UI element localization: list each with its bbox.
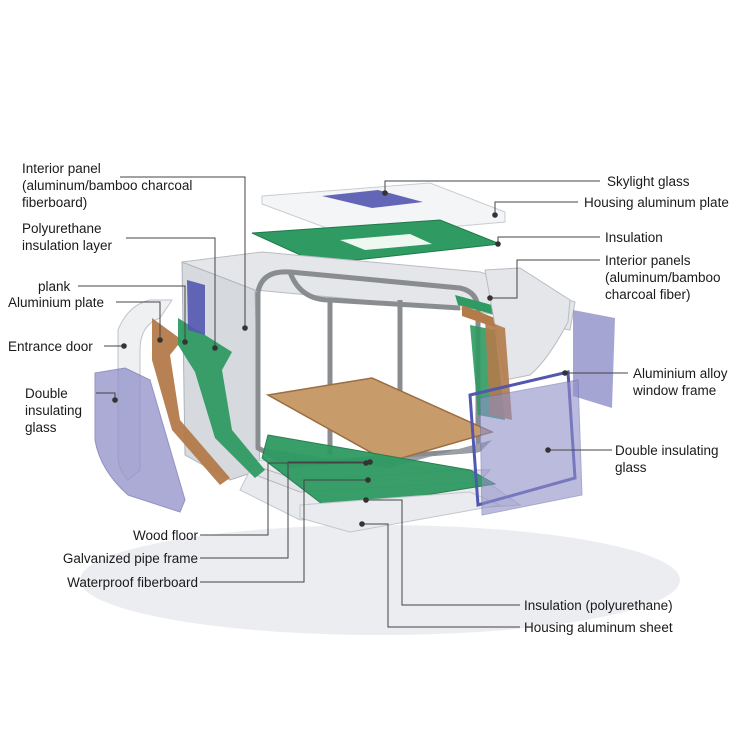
left-glass-strip [187,280,205,335]
leader-dots [112,190,568,527]
leader-interior-panel [120,176,246,328]
label-waterproof-board: Waterproof fiberboard [67,575,198,590]
label-entrance-door: Entrance door [8,339,93,354]
label-window-frame: Aluminium alloy window frame [633,366,728,398]
label-double-glass-left: Double insulating glass [25,386,83,435]
label-insulation-pu: Insulation (polyurethane) [524,598,673,613]
leader-polyurethane [126,237,216,348]
label-interior-panel: Interior panel (aluminum/bamboo charcoal… [22,161,193,210]
leader-insulation-top [497,236,600,244]
left-insulation [178,318,265,478]
leader-pipe-frame [200,461,370,559]
leader-lines [78,176,628,628]
housing-bottom-sheet [299,491,502,533]
label-skylight-glass: Skylight glass [607,174,690,189]
label-pipe-frame: Galvanized pipe frame [62,551,198,566]
leader-interior-panels-right [490,259,600,299]
label-housing-sheet: Housing aluminum sheet [524,620,673,635]
roof-opening [340,234,432,250]
leader-wood-floor [200,462,366,536]
leader-skylight [384,180,600,193]
leader-aluminium-plate [116,301,161,340]
leader-housing-sheet [362,523,520,628]
left-double-glass [94,367,186,513]
leader-plank [78,285,186,342]
label-insulation-top: Insulation [605,230,663,245]
right-glass-small [573,310,615,408]
label-polyurethane-layer: Polyurethane insulation layer [22,221,113,253]
ground-shadow [80,525,680,635]
label-housing-plate: Housing aluminum plate [584,195,729,210]
label-double-glass-right: Double insulating glass [615,443,719,475]
label-aluminium-plate: Aluminium plate [8,295,105,310]
right-double-glass [479,379,583,516]
leader-waterproof [200,479,368,583]
leader-insulation-pu [366,499,520,606]
label-interior-panels-right: Interior panels (aluminum/bamboo charcoa… [605,253,721,302]
leader-housing-plate [494,201,578,215]
label-plank: plank [38,279,71,294]
label-wood-floor: Wood floor [132,528,198,543]
skylight-glass [322,190,423,208]
